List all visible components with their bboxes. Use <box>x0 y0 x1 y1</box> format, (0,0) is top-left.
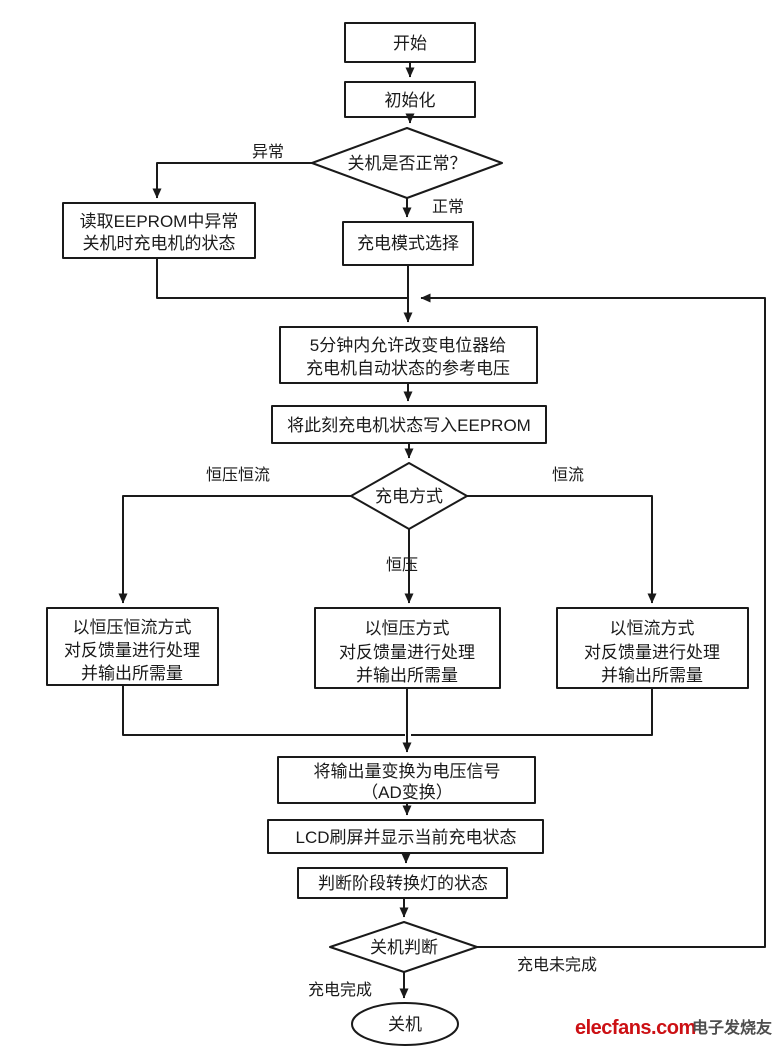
charge-method-decision-label: 充电方式 <box>375 487 443 506</box>
cv-process-line1: 以恒压方式 <box>365 619 450 638</box>
start-label: 开始 <box>393 34 427 53</box>
ad-convert-line1: 将输出量变换为电压信号 <box>314 762 501 781</box>
cc-process-line2: 对反馈量进行处理 <box>584 643 720 662</box>
write-eeprom-label: 将此刻充电机状态写入EEPROM <box>287 416 531 435</box>
elecfans-logo: elecfans.com <box>575 1017 696 1039</box>
ad-convert-node <box>277 756 536 804</box>
cvcc-process-line1: 以恒压恒流方式 <box>73 618 192 637</box>
shutdown-normal-decision-node <box>311 127 503 199</box>
charge-mode-select-node <box>342 221 474 266</box>
edge-decision2-cc <box>466 495 657 604</box>
charge-method-decision-node <box>350 462 468 530</box>
cc-process-node <box>556 607 749 689</box>
start-node <box>344 22 476 63</box>
elecfans-logo-cn: 电子发烧友 <box>692 1018 773 1037</box>
edge-eepromread-merge <box>156 257 407 299</box>
ref-voltage-line1: 5分钟内允许改变电位器给 <box>310 336 506 355</box>
write-eeprom-node <box>271 405 547 444</box>
cv-process-line2: 对反馈量进行处理 <box>339 643 475 662</box>
end-label: 关机 <box>388 1015 422 1034</box>
cvcc-process-line2: 对反馈量进行处理 <box>64 641 200 660</box>
init-label: 初始化 <box>385 91 436 110</box>
edge-label-cv: 恒压 <box>386 556 418 574</box>
eeprom-read-node <box>62 202 256 259</box>
cv-process-node <box>314 607 501 689</box>
charge-mode-select-label: 充电模式选择 <box>357 234 459 253</box>
edge-label-charge-not-complete: 充电未完成 <box>517 956 597 974</box>
edge-label-cvcc: 恒压恒流 <box>206 466 270 484</box>
edge-decision1-abnormal <box>152 162 313 199</box>
cvcc-process-line3: 并输出所需量 <box>81 664 183 683</box>
edge-label-normal: 正常 <box>432 198 464 216</box>
stage-light-node <box>297 867 508 899</box>
stage-light-label: 判断阶段转换灯的状态 <box>318 874 488 893</box>
shutdown-decision-node <box>329 921 478 973</box>
lcd-refresh-label: LCD刷屏并显示当前充电状态 <box>295 828 516 847</box>
cv-process-line3: 并输出所需量 <box>356 666 458 685</box>
ref-voltage-line2: 充电机自动状态的参考电压 <box>306 359 510 378</box>
cc-process-line3: 并输出所需量 <box>601 666 703 685</box>
lcd-refresh-node <box>267 819 544 854</box>
ad-convert-line2: （AD变换） <box>361 783 453 802</box>
eeprom-read-line2: 关机时充电机的状态 <box>83 234 236 253</box>
end-node <box>351 1002 459 1046</box>
shutdown-decision-label: 关机判断 <box>370 938 438 957</box>
edge-label-charge-complete: 充电完成 <box>308 981 372 999</box>
ref-voltage-node <box>279 326 538 384</box>
edge-cc-merge <box>411 687 653 736</box>
init-node <box>344 81 476 118</box>
edge-cvcc-merge <box>122 684 405 736</box>
shutdown-normal-decision-label: 关机是否正常？ <box>348 154 467 173</box>
edge-feedback-loop <box>420 293 766 948</box>
cvcc-process-node <box>46 607 219 686</box>
edge-decision2-cvcc <box>118 495 352 604</box>
cc-process-line1: 以恒流方式 <box>610 619 695 638</box>
edge-label-cc: 恒流 <box>552 466 584 484</box>
edge-label-abnormal: 异常 <box>252 143 284 161</box>
eeprom-read-line1: 读取EEPROM中异常 <box>80 212 239 231</box>
